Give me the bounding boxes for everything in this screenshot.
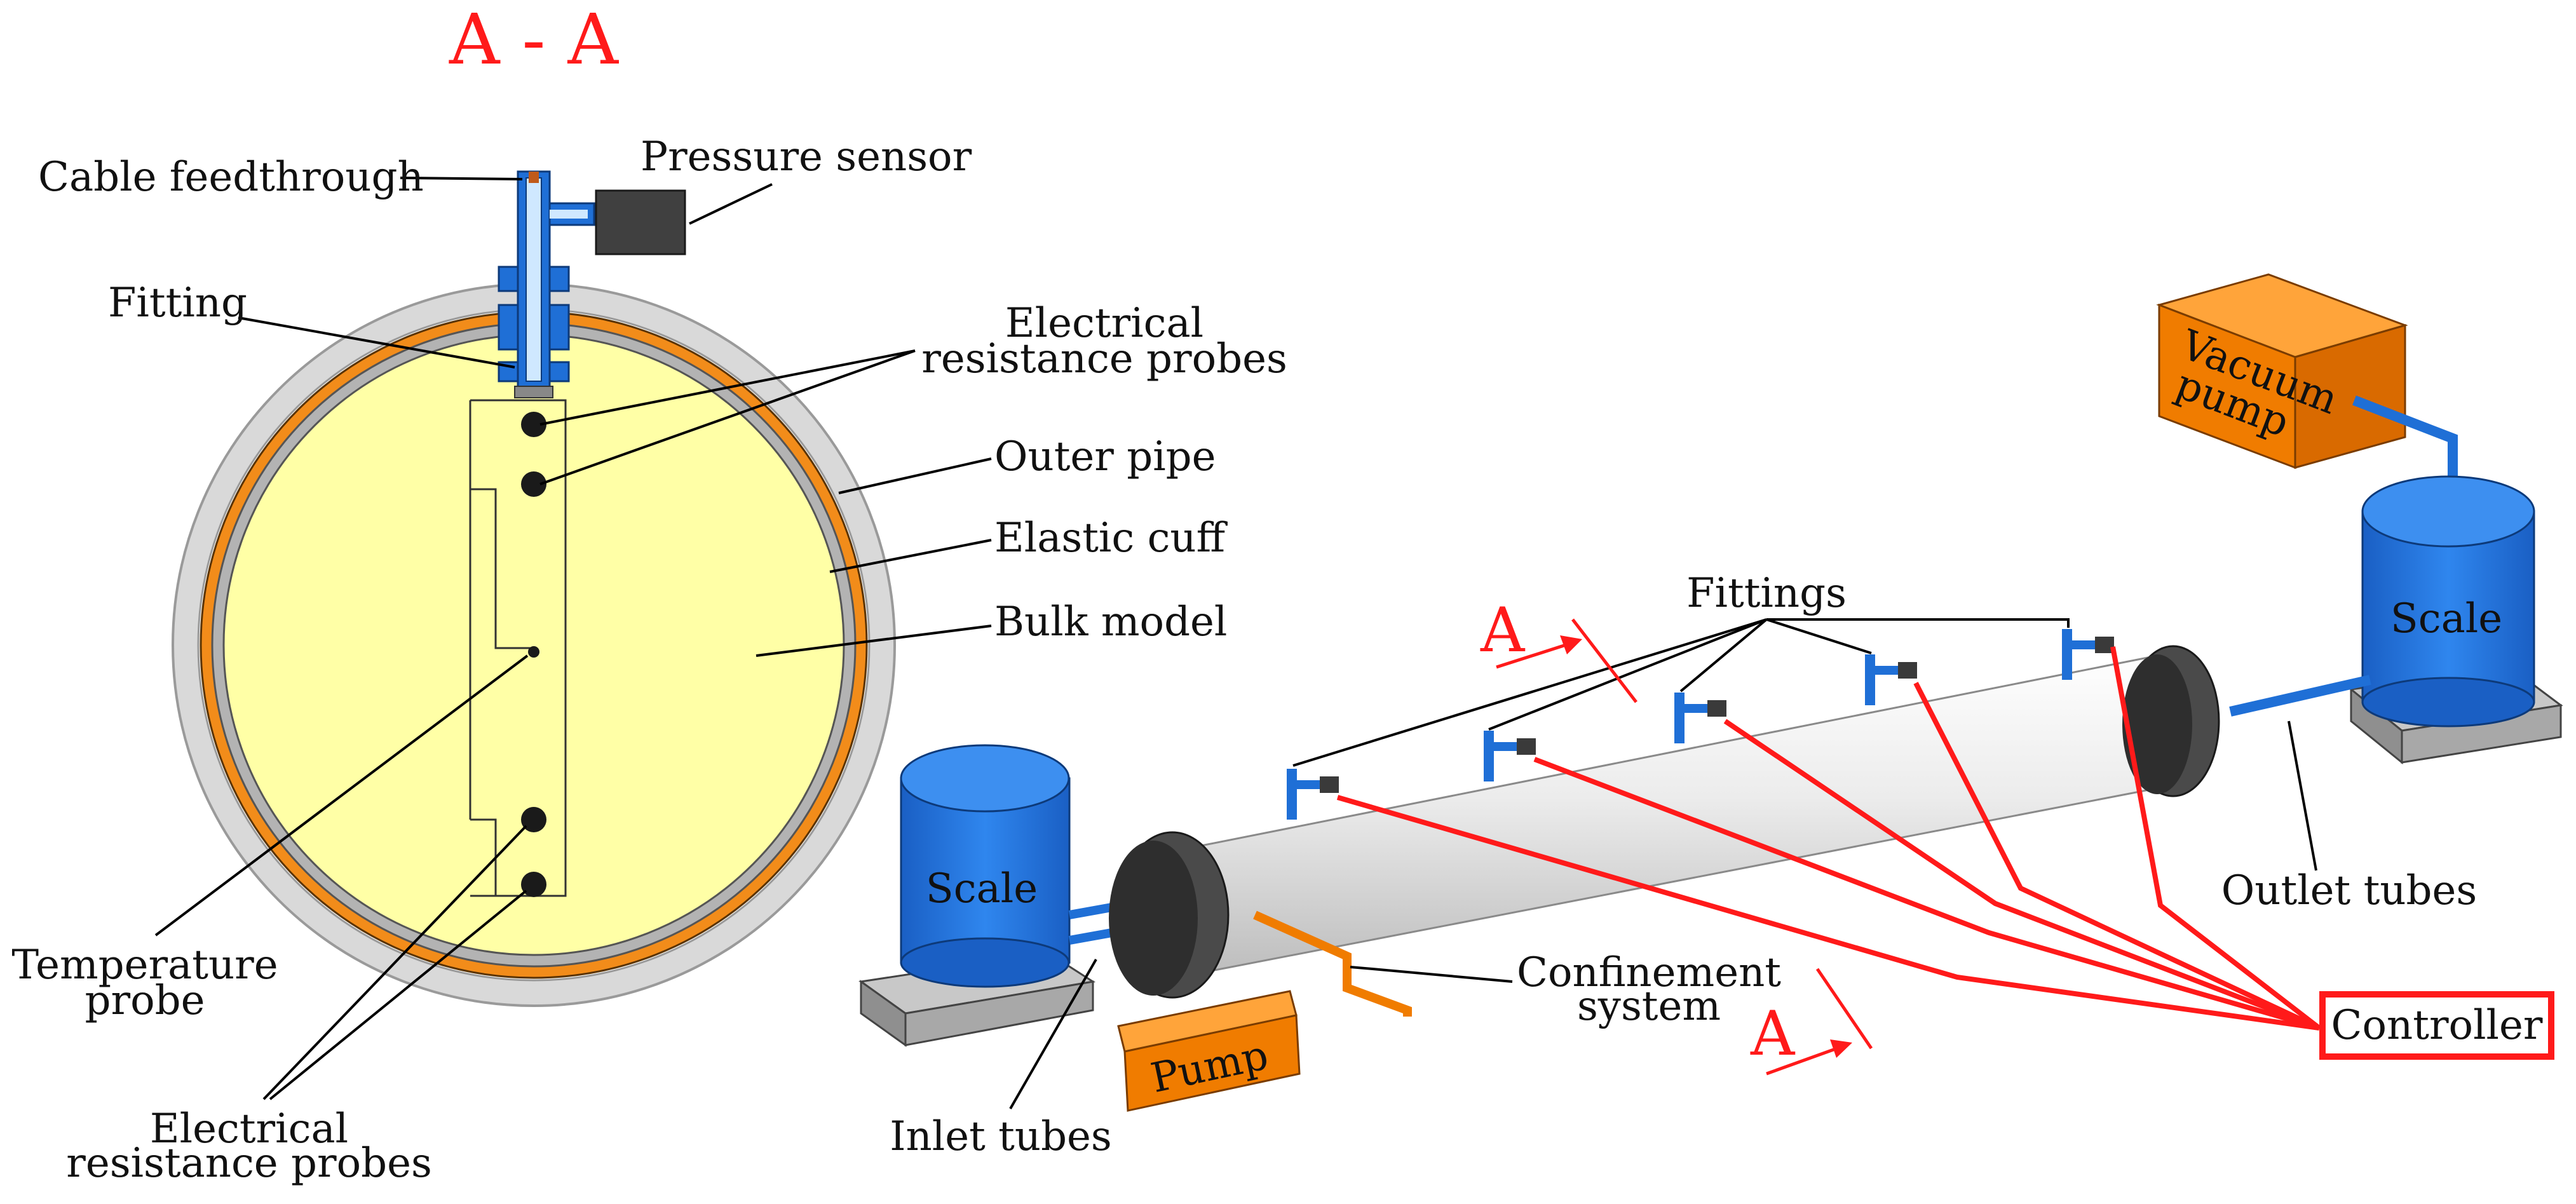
cable-feedthrough-assembly (498, 170, 595, 398)
label-scale-left: Scale (926, 865, 1038, 912)
label-outlet-tubes: Outlet tubes (2221, 867, 2477, 914)
left-end-cap (1109, 831, 1230, 999)
controller-wires (1336, 646, 2321, 1031)
label-confinement-line1: Confinement (1517, 949, 1781, 996)
electrical-probe-top-2 (521, 471, 546, 497)
fitting-2 (1484, 731, 1536, 781)
pressure-sensor (595, 189, 686, 255)
section-view: A - A (11, 0, 1287, 1187)
right-end-cap (2122, 645, 2220, 797)
label-temperature-probe-line1: Temperature (11, 942, 278, 989)
label-confinement-line2: system (1577, 983, 1721, 1030)
temperature-probe (528, 646, 539, 658)
setup-leader-lines (1009, 720, 2317, 1109)
section-marker-bottom: A (1750, 968, 1873, 1076)
label-controller: Controller (2331, 1002, 2543, 1049)
fitting-5 (2062, 629, 2114, 680)
section-marker-top-letter: A (1480, 595, 1526, 666)
label-temperature-probe-line2: probe (85, 977, 205, 1024)
section-marker-bottom-letter: A (1750, 998, 1796, 1069)
pipe-fittings (1287, 629, 2114, 820)
fitting-4 (1865, 654, 1917, 705)
outlet-tube (2229, 675, 2371, 717)
electrical-probe-bottom-1 (521, 807, 546, 832)
label-electrical-probes-bottom-line1: Electrical (150, 1106, 348, 1153)
probe-wiring (469, 399, 567, 897)
right-scale: Scale (2361, 475, 2535, 727)
confinement-tube (1253, 910, 1412, 1017)
electrical-probe-bottom-2 (521, 872, 546, 897)
label-elastic-cuff: Elastic cuff (994, 515, 1228, 562)
label-electrical-probes-bottom-line2: resistance probes (66, 1140, 432, 1187)
fitting-3 (1674, 693, 1726, 743)
left-scale: Scale (900, 744, 1071, 988)
label-fittings: Fittings (1686, 570, 1847, 617)
electrical-probe-top-1 (521, 412, 546, 437)
label-scale-right: Scale (2390, 595, 2502, 642)
label-inlet-tubes: Inlet tubes (890, 1113, 1112, 1160)
controller-box (2319, 991, 2554, 1060)
section-leader-lines (154, 177, 992, 1100)
fittings-leader-lines (1292, 618, 2070, 767)
pump: Pump (1117, 990, 1301, 1112)
label-bulk-model: Bulk model (994, 599, 1227, 646)
label-pressure-sensor: Pressure sensor (641, 133, 972, 180)
label-electrical-probes-top-line1: Electrical (1005, 300, 1203, 347)
label-electrical-probes-top-line2: resistance probes (921, 335, 1287, 382)
setup-view: Vacuum pump Scale Pump (858, 273, 2563, 1160)
section-title: A - A (449, 0, 620, 80)
section-marker-top: A (1480, 595, 1637, 703)
vacuum-pump: Vacuum pump (2156, 273, 2408, 470)
label-cable-feedthrough: Cable feedthrough (38, 154, 424, 201)
label-outer-pipe: Outer pipe (994, 433, 1216, 480)
fitting-1 (1287, 769, 1339, 820)
label-fitting: Fitting (108, 280, 247, 327)
